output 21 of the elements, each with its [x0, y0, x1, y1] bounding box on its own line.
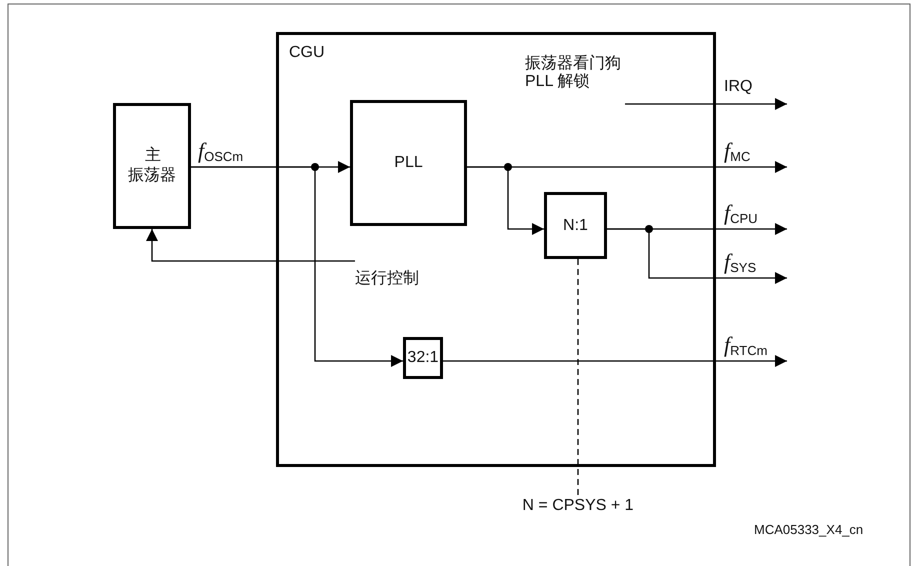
- arrow: [607, 228, 787, 284]
- block-label: PLL: [394, 153, 423, 173]
- block-label: 主振荡器: [128, 146, 176, 186]
- divider-block: [544, 192, 607, 259]
- formula-text: N = CPSYS + 1: [521, 496, 635, 516]
- block-label: CGU: [289, 43, 325, 63]
- dashed-line: [577, 259, 579, 496]
- arrow: [443, 355, 787, 367]
- arrow: [467, 166, 544, 235]
- arrow: [625, 98, 787, 110]
- divider-block: [403, 337, 443, 379]
- figure-id: MCA05333_X4_cn: [752, 522, 866, 537]
- pll-block: [350, 100, 467, 226]
- block-label: 32:1: [407, 348, 439, 368]
- block-label: N:1: [563, 216, 588, 236]
- status-text: 振荡器看门狗 PLL 解锁: [525, 55, 622, 92]
- arrow: [191, 166, 403, 367]
- oscillator-block: [113, 103, 191, 229]
- arrow: [146, 229, 355, 262]
- cgu-block: [276, 32, 716, 467]
- edge-label: IRQ: [722, 78, 754, 96]
